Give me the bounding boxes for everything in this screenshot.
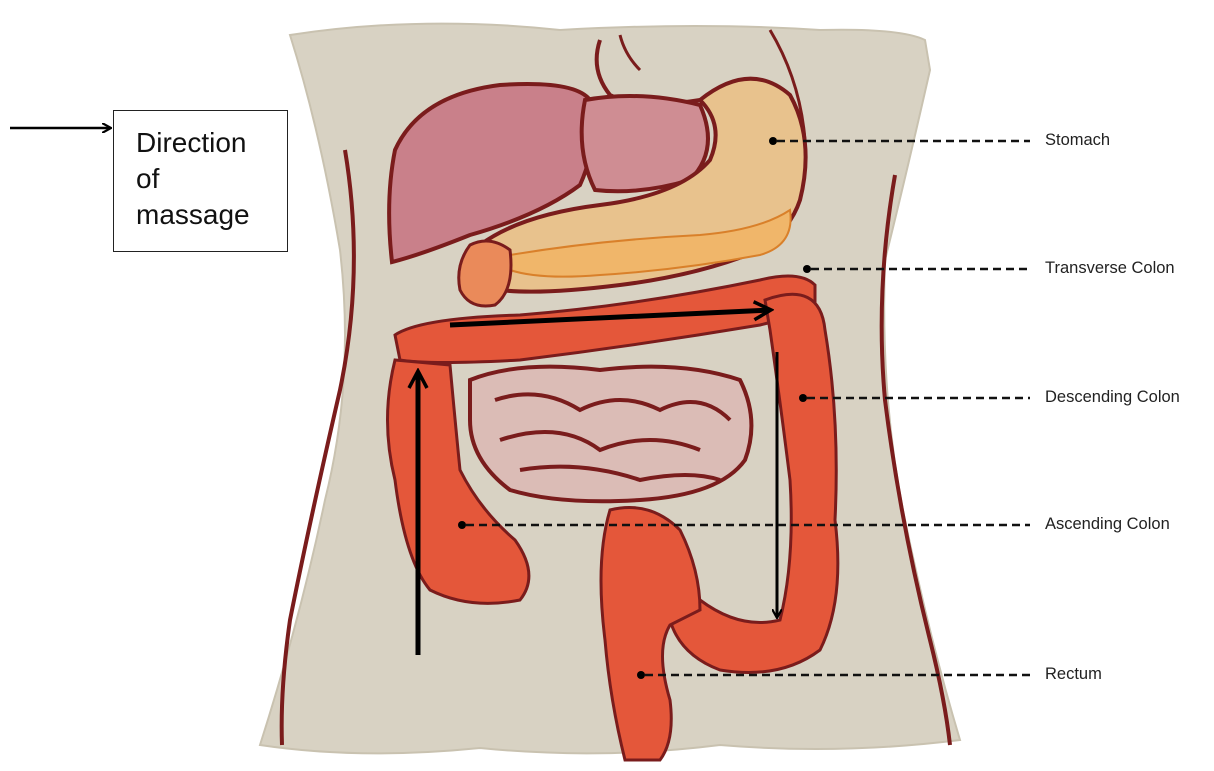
transverse-colon-label: Transverse Colon [1045,259,1175,278]
rectum-label: Rectum [1045,665,1102,684]
stomach-label: Stomach [1045,131,1110,150]
descending-colon-label: Descending Colon [1045,388,1180,407]
duodenum [459,241,511,306]
legend-box: Direction of massage [113,110,288,252]
legend-line-1: Direction [136,125,287,161]
ascending-colon-dot [458,521,466,529]
rectum-dot [637,671,645,679]
legend-line-3: massage [136,197,287,233]
legend-line-2: of [136,161,287,197]
stomach-dot [769,137,777,145]
transverse-colon-dot [803,265,811,273]
descending-colon-dot [799,394,807,402]
ascending-colon-label: Ascending Colon [1045,515,1170,534]
small-intestine [470,367,751,502]
